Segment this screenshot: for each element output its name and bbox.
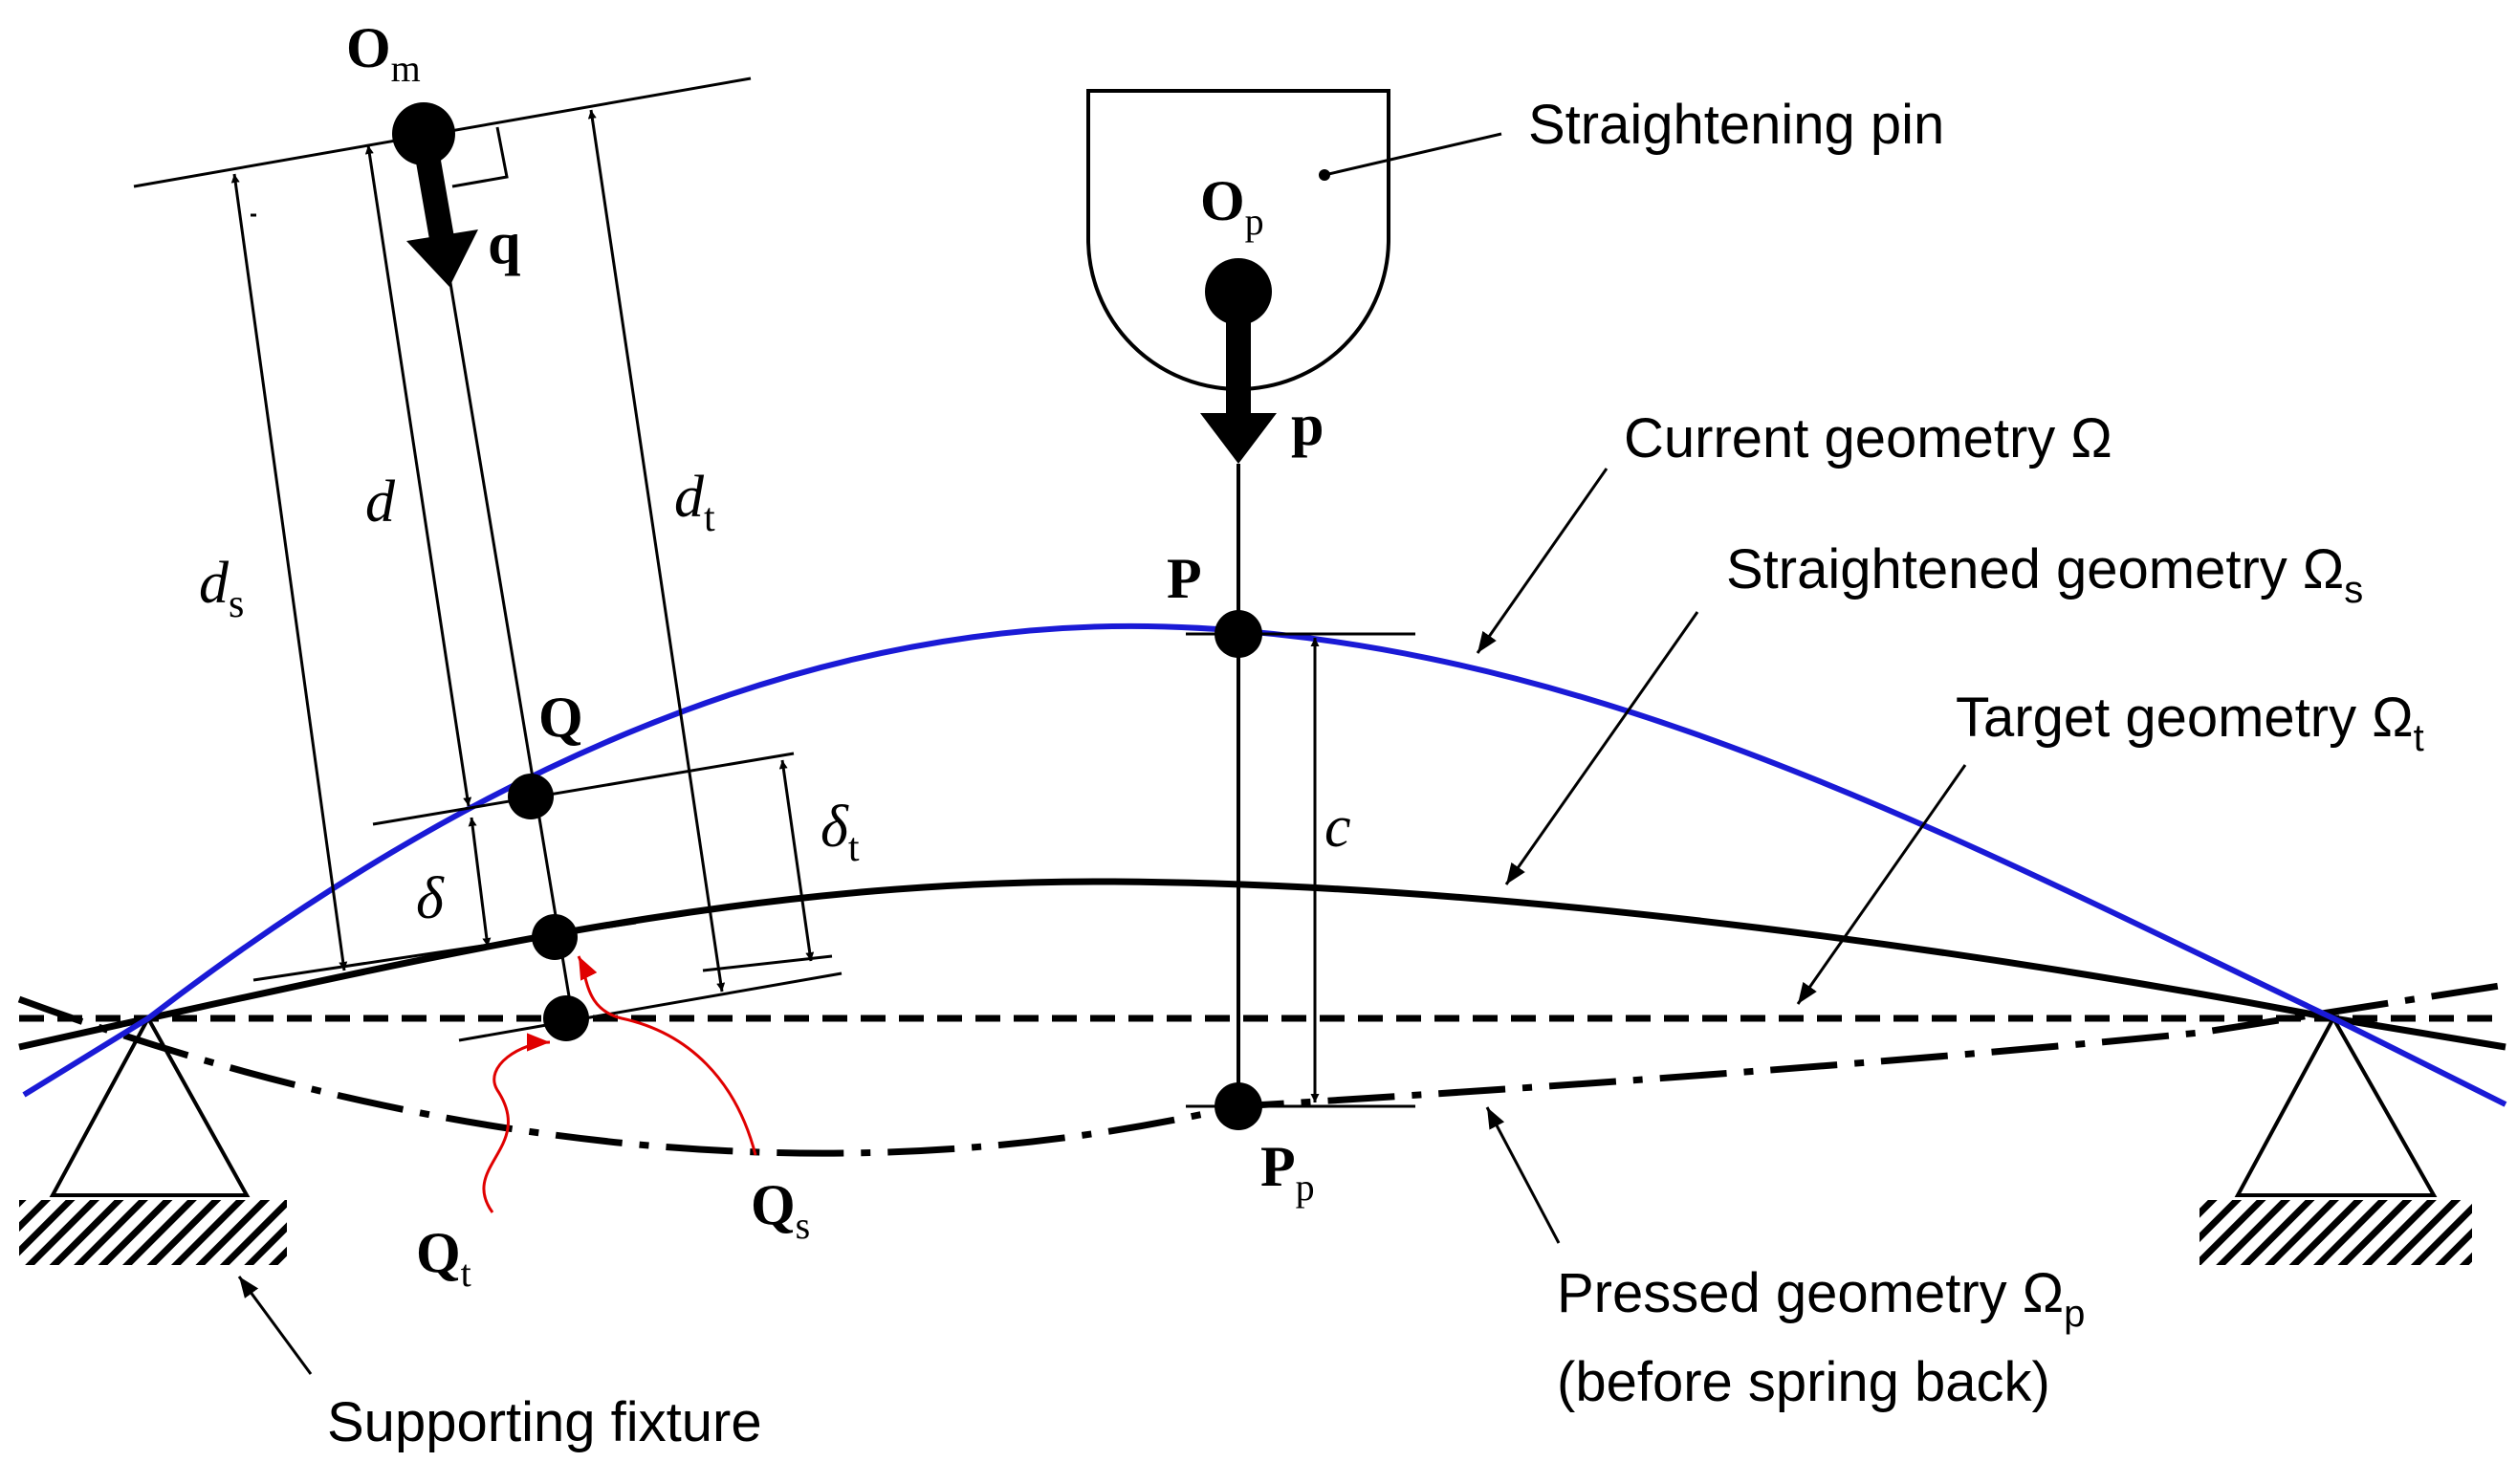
- callout-straightening-pin: Straightening pin: [1528, 94, 1944, 156]
- label-q: q: [488, 211, 520, 276]
- callout-current-geometry: Current geometry Ω: [1624, 407, 2112, 469]
- Q-tangent-line: [372, 752, 795, 826]
- O-m-point: [392, 102, 478, 287]
- Q-t-point: [543, 995, 589, 1041]
- current-geometry-curve: [22, 622, 2507, 1107]
- label-delta-t: δt: [821, 795, 860, 870]
- q-force-arrow-shaft: [411, 131, 455, 247]
- target-geometry-leader: [1796, 764, 1967, 1005]
- pin-callout-line: [1324, 132, 1502, 177]
- straightening-pin: [1086, 89, 1502, 464]
- dimension-ds: [230, 173, 348, 971]
- callout-pressed-geometry: Pressed geometry Ωp: [1557, 1262, 2085, 1335]
- straightened-geometry-curve: [18, 878, 2506, 1051]
- normal-axis-line: [448, 276, 574, 1015]
- label-d-s: ds: [199, 551, 244, 626]
- label-p: p: [1291, 393, 1324, 458]
- label-delta: δ: [416, 866, 445, 931]
- label-P-p: Pp: [1260, 1135, 1315, 1209]
- label-d-t: dt: [674, 465, 715, 540]
- callout-straightened-geometry: Straightened geometry Ωs: [1726, 538, 2363, 611]
- label-P: P: [1167, 547, 1202, 610]
- label-Q: Q: [538, 686, 583, 749]
- Qt-tangent-line: [458, 971, 843, 1042]
- straightened-geometry-leader: [1504, 611, 1699, 885]
- P-p-point: [1215, 1082, 1262, 1130]
- label-d: d: [365, 469, 396, 535]
- pressed-geometry-curve: [17, 981, 2506, 1157]
- dimension-delta-t: [778, 759, 815, 962]
- left-fixture-hatch: [19, 1200, 287, 1265]
- callout-supporting-fixture: Supporting fixture: [327, 1391, 762, 1453]
- current-geometry-leader: [1476, 468, 1609, 654]
- p-force-arrowhead: [1200, 413, 1277, 464]
- Qt-red-arrow: [482, 1033, 551, 1213]
- Qs-tangent-line: [252, 921, 637, 982]
- dimension-d: [364, 144, 472, 807]
- callout-pressed-geometry-note: (before spring back): [1557, 1351, 2050, 1413]
- callout-target-geometry: Target geometry Ωt: [1956, 687, 2424, 759]
- p-force-arrow-shaft: [1226, 292, 1251, 416]
- left-support: [19, 1014, 287, 1265]
- P-point: [1215, 610, 1262, 658]
- label-Q-t: Qt: [416, 1221, 471, 1295]
- Qs-red-arrow: [577, 955, 757, 1156]
- label-c: c: [1324, 795, 1351, 860]
- dimension-dt: [587, 109, 726, 993]
- right-angle-marker: [451, 126, 509, 188]
- label-Q-s: Qs: [751, 1173, 810, 1247]
- label-O-p: Op: [1200, 169, 1264, 243]
- dimension-delta: [468, 817, 492, 948]
- Q-point: [508, 774, 554, 819]
- label-O-m: Om: [346, 16, 421, 90]
- pressed-geometry-leader: [1485, 1106, 1561, 1244]
- fixture-leader: [237, 1276, 313, 1375]
- q-force-arrowhead: [406, 229, 478, 287]
- right-fixture-hatch: [2200, 1200, 2472, 1265]
- Q-s-point: [532, 914, 578, 960]
- right-support: [2200, 1014, 2472, 1265]
